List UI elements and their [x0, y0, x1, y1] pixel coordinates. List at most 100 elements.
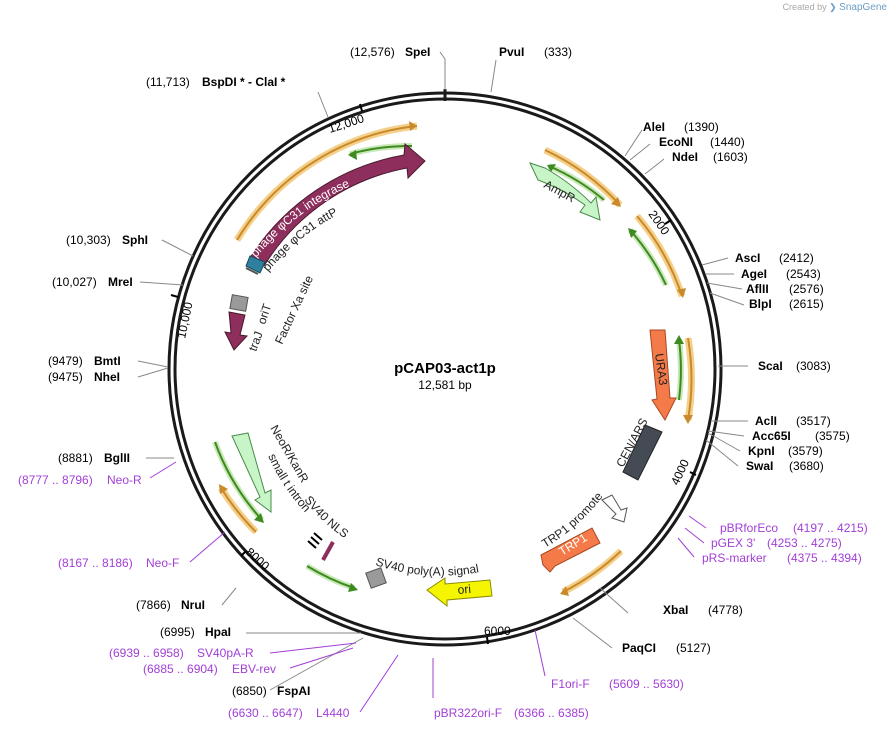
enzyme-name[interactable]: SphI: [122, 233, 148, 247]
primer-range: (6885 .. 6904): [143, 662, 218, 676]
enzyme-name[interactable]: Acc65I: [752, 429, 791, 443]
arrowhead-icon: [254, 513, 264, 523]
enzyme-name[interactable]: AleI: [643, 120, 665, 134]
enzyme-name[interactable]: FspAI: [277, 684, 310, 698]
enzyme-name[interactable]: EcoNI: [659, 135, 693, 149]
orf-arc: [636, 215, 683, 297]
orf-arc: [236, 125, 418, 241]
traj-label: traJ: [246, 329, 266, 353]
attp-box[interactable]: [245, 255, 266, 274]
enzyme-name[interactable]: AflII: [746, 282, 769, 296]
enzyme-name[interactable]: SpeI: [405, 45, 430, 59]
enzyme-name[interactable]: BmtI: [94, 354, 121, 368]
primer-name[interactable]: F1ori-F: [551, 677, 590, 691]
enzyme-name[interactable]: KpnI: [748, 444, 775, 458]
ampr-arrow[interactable]: [529, 162, 601, 221]
enzyme-name[interactable]: AgeI: [741, 267, 767, 281]
enzyme-leaders: [137, 51, 748, 691]
enzyme-name[interactable]: PaqCI: [622, 641, 656, 655]
arrowhead-icon: [683, 415, 693, 424]
primer-range: (4253 .. 4275): [767, 536, 842, 550]
primer-name[interactable]: Neo-F: [146, 556, 179, 570]
sv40-polya-box[interactable]: [365, 567, 387, 589]
primer-range: (6366 .. 6385): [514, 706, 589, 720]
orf-arc: [544, 149, 621, 206]
features: phage φC31 integrase phage φC31 attP ori…: [0, 0, 677, 608]
ura3-arrow[interactable]: [649, 329, 677, 422]
enzyme-pos: (3517): [796, 414, 831, 428]
plasmid-name: pCAP03-act1p: [394, 360, 496, 377]
trp1-arrow[interactable]: [540, 527, 601, 573]
arrowhead-icon: [547, 164, 556, 172]
orit-box[interactable]: [229, 294, 249, 312]
primer-range: (5609 .. 5630): [609, 677, 684, 691]
ori-arrow[interactable]: [426, 577, 493, 608]
enzyme-pos: (1440): [710, 135, 745, 149]
primer-name[interactable]: pBR322ori-F: [434, 706, 502, 720]
primer-name[interactable]: pBRforEco: [720, 521, 778, 535]
tick-mark-icon: [170, 294, 179, 298]
cen-ars-box[interactable]: [622, 424, 663, 481]
arrowhead-icon: [611, 197, 621, 207]
primer-range: (8167 .. 8186): [58, 556, 133, 570]
enzyme-name[interactable]: BspDI * - ClaI *: [202, 75, 286, 89]
enzyme-name[interactable]: NdeI: [672, 150, 698, 164]
enzyme-name[interactable]: BglII: [104, 451, 130, 465]
enzyme-pos: (2412): [779, 251, 814, 265]
primer-name[interactable]: pGEX 3': [711, 536, 755, 550]
ura3-label: URA3: [652, 352, 670, 386]
snapgene-logo-icon: ❯: [829, 2, 837, 12]
tick-label: 12,000: [327, 111, 367, 136]
enzyme-pos: (11,713): [146, 75, 190, 89]
primer-name[interactable]: Neo-R: [107, 473, 142, 487]
enzyme-pos: (4778): [708, 603, 743, 617]
small-t-intron-icon[interactable]: [307, 532, 323, 549]
enzyme-name[interactable]: NheI: [94, 370, 120, 384]
primer-range: (8777 .. 8796): [18, 473, 93, 487]
primer-name[interactable]: EBV-rev: [232, 662, 276, 676]
enzyme-name[interactable]: AscI: [735, 251, 760, 265]
enzyme-name[interactable]: PvuI: [499, 45, 524, 59]
enzyme-pos: (2543): [786, 267, 821, 281]
enzyme-pos: (6995): [160, 625, 195, 639]
tick-mark-icon: [689, 471, 697, 476]
orf-arc: [687, 337, 693, 421]
enzyme-pos: (8881): [58, 451, 93, 465]
primer-labels: pBRforEco (4197 .. 4215) pGEX 3' (4253 .…: [18, 473, 868, 720]
enzyme-pos: (3579): [788, 444, 823, 458]
primer-name[interactable]: SV40pA-R: [197, 646, 254, 660]
enzyme-name[interactable]: NruI: [181, 598, 205, 612]
enzyme-pos: (9475): [48, 370, 83, 384]
enzyme-name[interactable]: SwaI: [746, 459, 773, 473]
arrowhead-icon: [674, 335, 684, 344]
enzyme-name[interactable]: HpaI: [205, 625, 231, 639]
enzyme-pos: (333): [544, 45, 572, 59]
trp1-promoter-arrow[interactable]: [601, 494, 628, 523]
sv40-nls-mark[interactable]: [321, 541, 335, 561]
enzyme-pos: (3083): [796, 359, 831, 373]
neor-arrow[interactable]: [231, 432, 272, 513]
enzyme-pos: (6850): [232, 684, 267, 698]
arrowhead-icon: [628, 228, 637, 238]
primer-name[interactable]: L4440: [316, 706, 350, 720]
primer-range: (4197 .. 4215): [793, 521, 868, 535]
enzyme-name[interactable]: AclI: [755, 414, 777, 428]
integrase-arrow[interactable]: [249, 142, 426, 267]
sv40-polya-label: SV40 poly(A) signal: [374, 555, 480, 579]
tick-mark-icon: [240, 550, 247, 557]
enzyme-name[interactable]: XbaI: [663, 603, 688, 617]
primer-name[interactable]: pRS-marker: [702, 551, 767, 565]
arrowhead-icon: [348, 150, 357, 160]
arrowhead-icon: [219, 484, 228, 494]
credit-brand: SnapGene: [839, 2, 887, 13]
enzyme-name[interactable]: BlpI: [749, 297, 772, 311]
enzyme-name[interactable]: ScaI: [758, 359, 783, 373]
ori-label: ori: [457, 582, 472, 597]
enzyme-name[interactable]: MreI: [108, 275, 133, 289]
traj-arrow[interactable]: [224, 311, 249, 351]
arrowhead-icon: [348, 583, 358, 592]
tick-label: 8000: [243, 545, 272, 573]
snapgene-credit: Created by ❯ SnapGene: [783, 2, 887, 13]
credit-prefix: Created by: [782, 2, 827, 12]
